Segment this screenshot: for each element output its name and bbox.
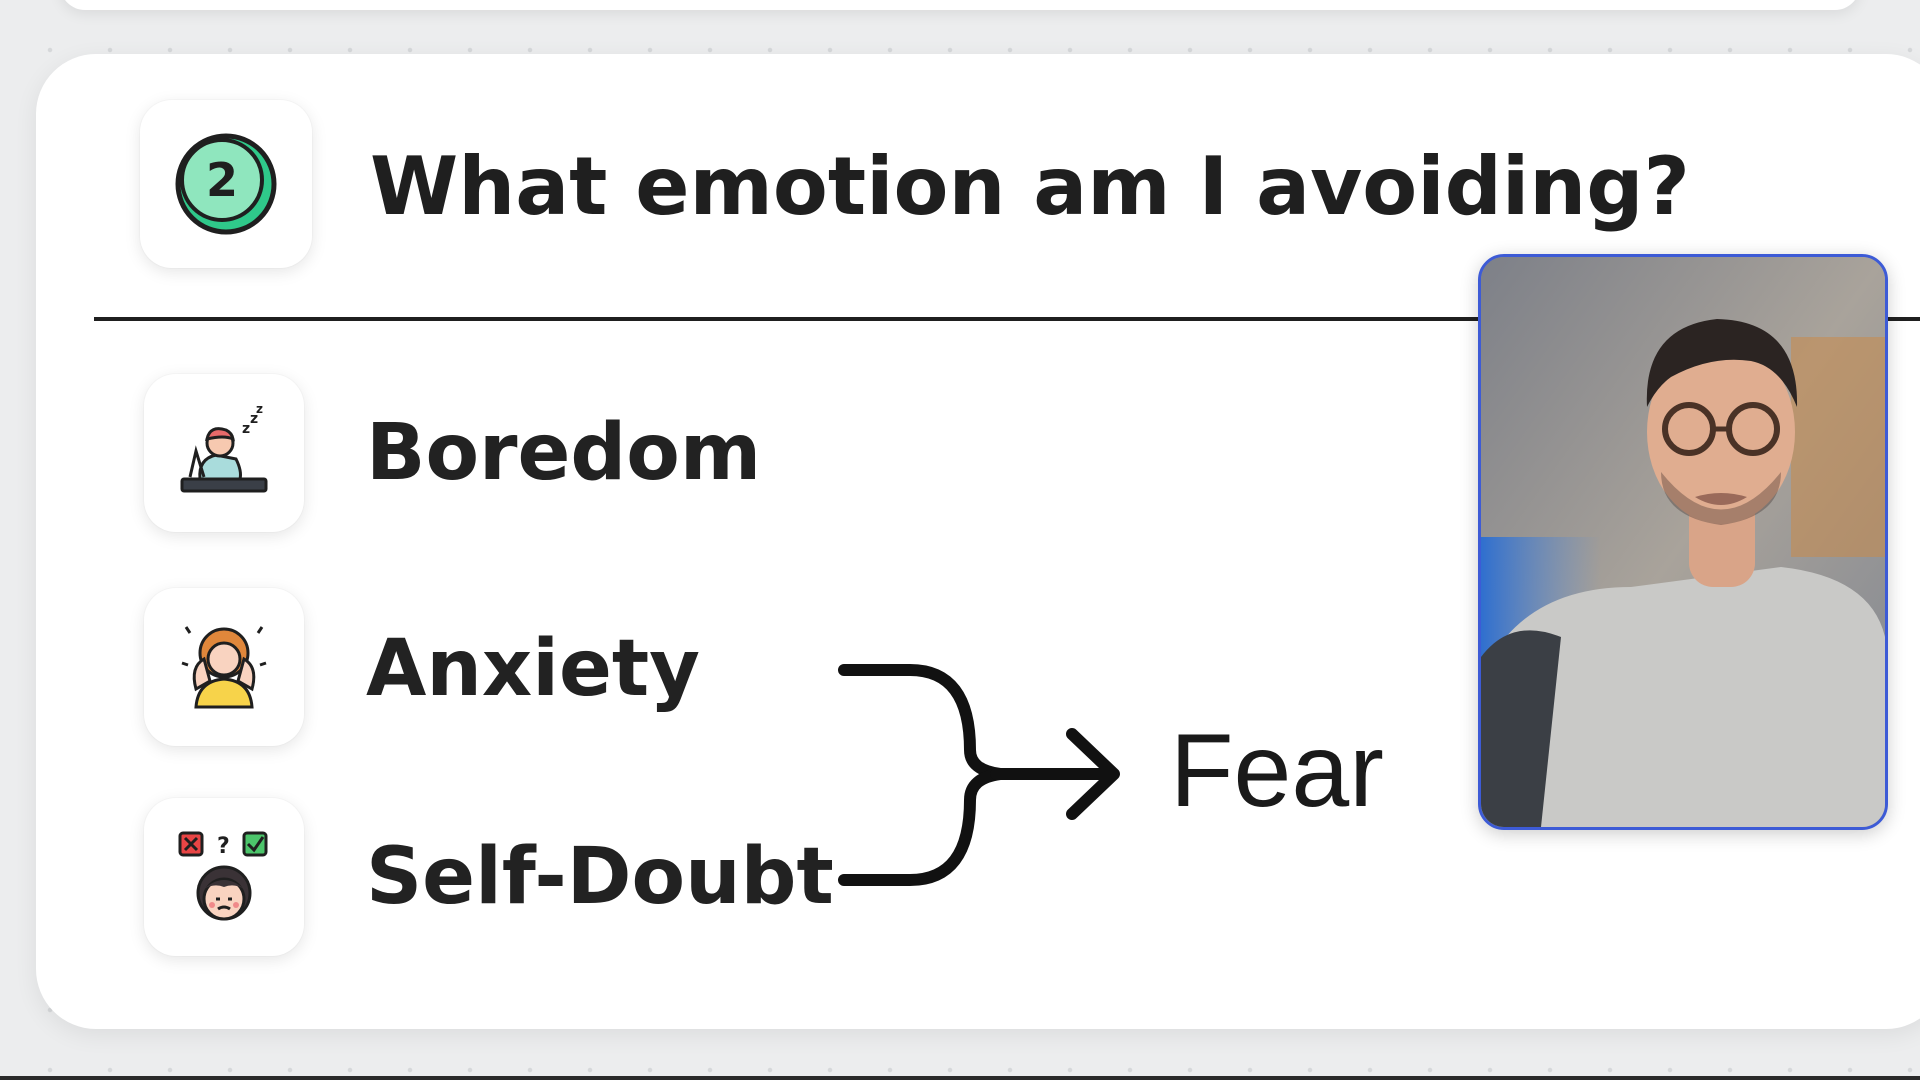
self-doubt-icon-tile: ? <box>144 798 304 956</box>
title-divider <box>94 317 1920 321</box>
converging-arrow-icon <box>838 664 1120 886</box>
svg-text:?: ? <box>217 834 230 859</box>
webcam-video-overlay <box>1478 254 1888 830</box>
svg-text:2: 2 <box>206 153 238 207</box>
svg-text:z: z <box>250 411 258 427</box>
doubtful-person-icon: ? <box>178 831 268 921</box>
presenter-video-frame <box>1481 257 1885 827</box>
boredom-icon-tile: z z z <box>144 374 304 532</box>
number-badge-icon: 2 <box>175 133 277 235</box>
sleeping-person-icon: z z z <box>180 405 268 493</box>
previous-card-edge <box>60 0 1860 10</box>
svg-text:z: z <box>242 421 250 437</box>
emotion-label-boredom: Boredom <box>366 408 762 498</box>
result-label-fear: Fear <box>1170 713 1384 829</box>
anxiety-icon-tile <box>144 588 304 746</box>
step-number-tile: 2 <box>140 100 312 268</box>
bottom-border <box>0 1076 1920 1080</box>
page-title: What emotion am I avoiding? <box>370 140 1690 233</box>
emotion-label-anxiety: Anxiety <box>366 624 700 714</box>
stressed-person-icon <box>181 626 267 709</box>
svg-text:z: z <box>256 405 263 416</box>
emotion-label-self-doubt: Self-Doubt <box>366 832 834 922</box>
